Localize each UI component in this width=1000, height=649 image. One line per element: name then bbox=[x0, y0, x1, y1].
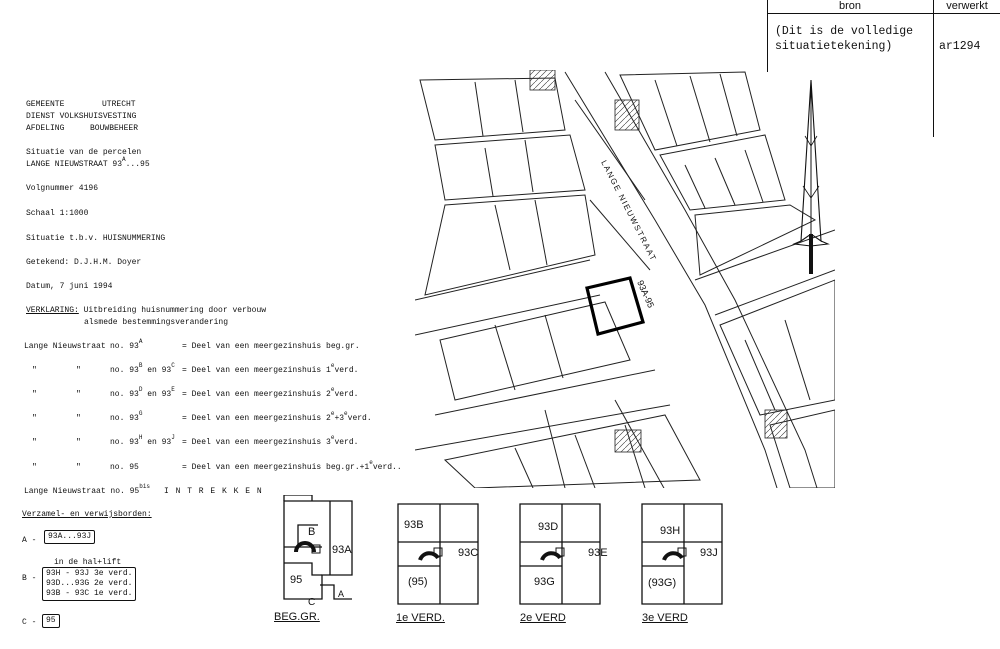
verzamel-hal-label: in de hal+lift bbox=[54, 558, 122, 567]
floorplan-label: B bbox=[308, 526, 315, 538]
floorplan-caption-3e-verd: 3e VERD bbox=[642, 612, 688, 624]
stamp-bron-line2: situatietekening) bbox=[775, 40, 893, 53]
floorplan-caption-2e-verd: 2e VERD bbox=[520, 612, 566, 624]
floorplan-label: 93D bbox=[538, 521, 558, 533]
verzamel-b-line-1: 93H - 93J 3e verd. bbox=[46, 569, 133, 578]
getekend: Getekend: D.J.H.M. Doyer bbox=[26, 258, 142, 267]
plot-highlight bbox=[585, 276, 646, 336]
floorplan-beg-gr: B 93A 95 C A bbox=[283, 495, 353, 607]
verzamel-c-label: C - bbox=[22, 618, 37, 627]
verzamel-b-line-2: 93D...93G 2e verd. bbox=[46, 579, 133, 588]
floorplan-label: C bbox=[308, 597, 315, 607]
floorplan-label: (95) bbox=[408, 576, 428, 588]
verklaring-line-1: VERKLARING: Uitbreiding huisnummering do… bbox=[26, 306, 267, 315]
floorplan-3e-verd: 93H 93J (93G) bbox=[641, 503, 723, 605]
situatie-line-2: LANGE NIEUWSTRAAT 93A...95 bbox=[26, 156, 150, 169]
org-line-2: DIENST VOLKSHUISVESTING bbox=[26, 112, 137, 121]
floorplan-caption-1e-verd: 1e VERD. bbox=[396, 612, 445, 624]
stamp-header-verwerkt: verwerkt bbox=[946, 0, 988, 12]
volgnummer: Volgnummer 4196 bbox=[26, 184, 99, 193]
street-edge-right bbox=[604, 71, 818, 488]
situatie-tbv: Situatie t.b.v. HUISNUMMERING bbox=[26, 234, 166, 243]
floorplan-label: A bbox=[338, 589, 344, 599]
verzamel-a-label: A - bbox=[22, 536, 37, 545]
floorplan-label: 95 bbox=[290, 574, 302, 586]
floorplan-label: 93C bbox=[458, 547, 478, 559]
floorplan-label: 93E bbox=[588, 547, 608, 559]
floorplan-caption-beg-gr: BEG.GR. bbox=[274, 611, 320, 623]
floorplan-2e-verd: 93D 93E 93G bbox=[519, 503, 608, 605]
verzamel-c-box: 95 bbox=[42, 614, 60, 628]
floorplan-label: 93B bbox=[404, 519, 424, 531]
stamp-bron-line1: (Dit is de volledige bbox=[775, 25, 914, 38]
verklaring-line-2: alsmede bestemmingsverandering bbox=[84, 318, 229, 327]
datum: Datum, 7 juni 1994 bbox=[26, 282, 113, 291]
floorplan-label: 93A bbox=[332, 544, 352, 556]
schaal: Schaal 1:1000 bbox=[26, 209, 89, 218]
verzamel-title: Verzamel- en verwijsborden: bbox=[22, 510, 152, 519]
verzamel-b-box: 93H - 93J 3e verd. 93D...93G 2e verd. 93… bbox=[42, 567, 136, 601]
cadastral-map: LANGE NIEUWSTRAAT 93A-95 bbox=[415, 70, 835, 488]
floorplan-label: (93G) bbox=[648, 577, 676, 589]
verzamel-b-label: B - bbox=[22, 574, 37, 583]
stamp-verwerkt-value: ar1294 bbox=[939, 40, 981, 53]
floorplan-label: 93H bbox=[660, 525, 680, 537]
floorplan-label: 93J bbox=[700, 547, 718, 559]
floorplan-1e-verd: 93B 93C (95) bbox=[397, 503, 479, 605]
stamp-table: bron verwerkt (Dit is de volledige situa… bbox=[767, 0, 1000, 137]
stamp-header-bron: bron bbox=[838, 0, 862, 12]
north-arrow-icon bbox=[792, 79, 830, 274]
situatie-line-1: Situatie van de percelen bbox=[26, 148, 142, 157]
verzamel-a-box: 93A...93J bbox=[44, 530, 96, 544]
floorplan-label: 93G bbox=[534, 576, 555, 588]
verzamel-b-line-3: 93B - 93C 1e verd. bbox=[46, 589, 133, 598]
